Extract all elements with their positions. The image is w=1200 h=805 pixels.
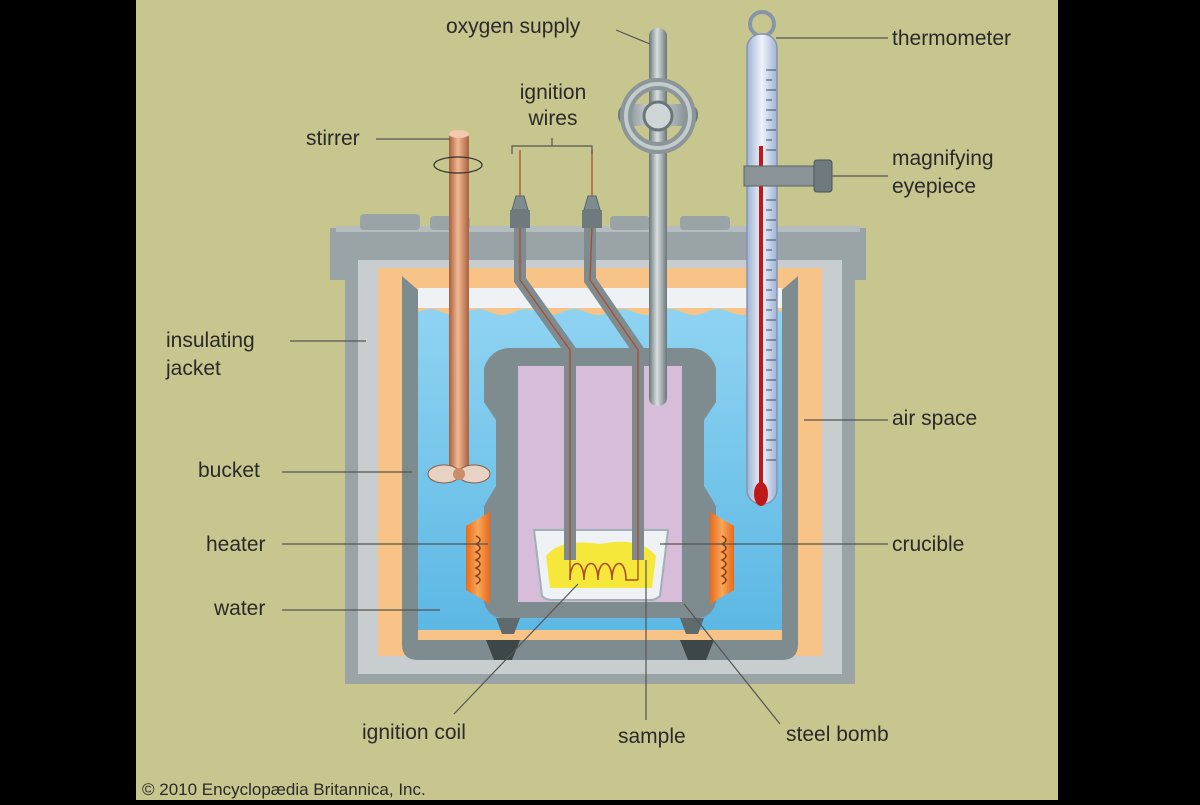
label-ignition-coil: ignition coil — [362, 721, 466, 744]
label-oxygen-supply: oxygen supply — [446, 15, 581, 38]
label-sample: sample — [618, 725, 686, 748]
magnifying-eyepiece — [743, 159, 833, 193]
label-air-space: air space — [892, 407, 978, 430]
ignition-coil — [569, 562, 638, 581]
ignition-wires — [510, 150, 644, 580]
label-water: water — [214, 597, 266, 620]
bucket-foot — [486, 640, 520, 660]
label-bucket: bucket — [198, 459, 260, 482]
label-thermometer: thermometer — [892, 27, 1012, 50]
bucket-foot — [680, 640, 714, 660]
label-ignition-wires-line2: wires — [528, 107, 578, 130]
stirrer — [427, 130, 491, 484]
label-magnifying-eyepiece-line2: eyepiece — [892, 175, 977, 198]
copyright-credit: © 2010 Encyclopædia Britannica, Inc. — [142, 780, 426, 799]
oxygen-supply — [618, 28, 698, 406]
label-insulating-jacket-line2: jacket — [166, 357, 221, 380]
thermometer — [746, 10, 778, 506]
label-magnifying-eyepiece-line1: magnifying — [892, 147, 994, 170]
label-insulating-jacket-line1: insulating — [166, 329, 255, 352]
label-ignition-wires-line1: ignition — [519, 81, 587, 104]
label-steel-bomb: steel bomb — [786, 723, 889, 746]
label-crucible: crucible — [892, 533, 965, 556]
heater-right — [710, 512, 734, 604]
label-stirrer: stirrer — [306, 127, 360, 150]
leader-lines — [282, 29, 888, 725]
label-heater: heater — [206, 533, 266, 556]
heater-left — [466, 512, 490, 604]
